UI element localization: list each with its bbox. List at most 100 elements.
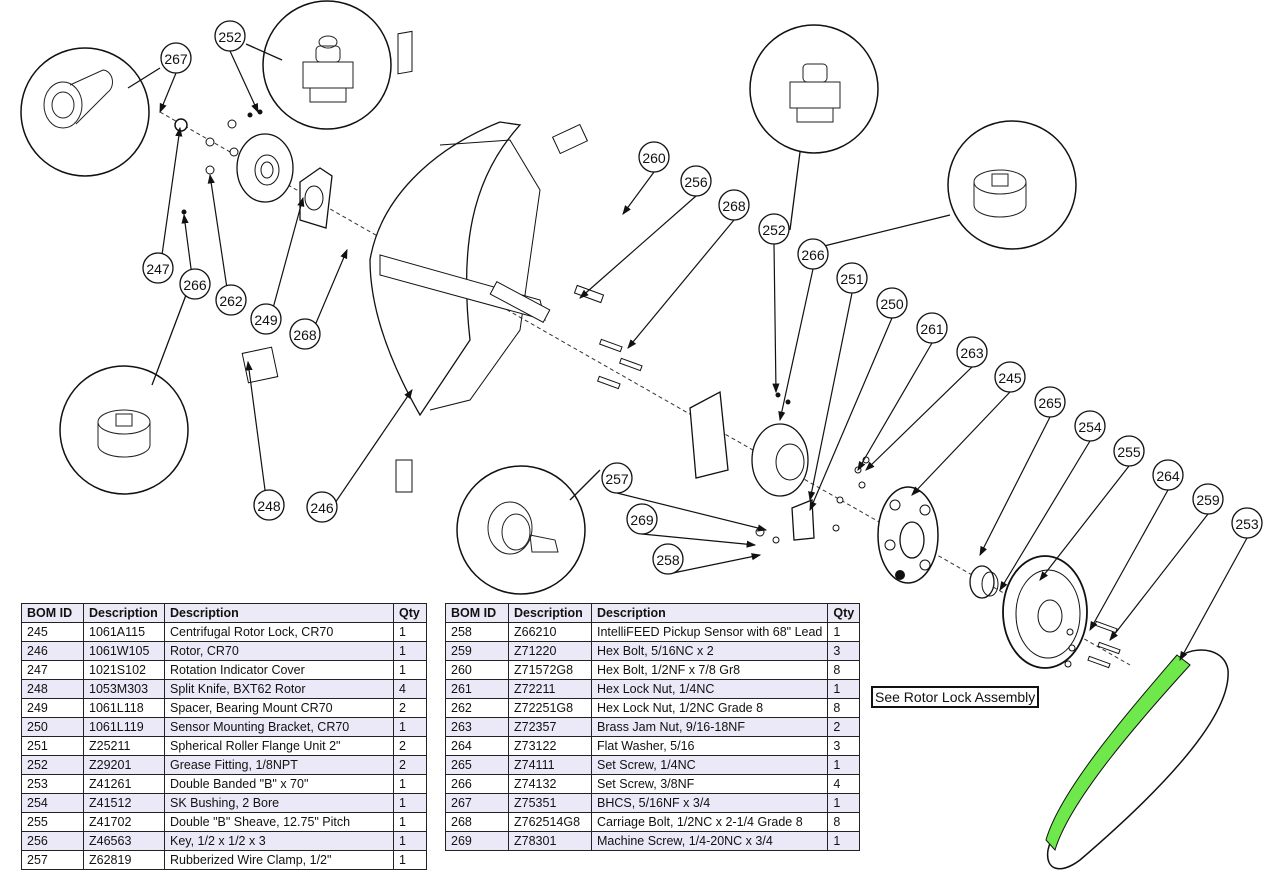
callout-bubble-260: 260 [638,141,670,173]
callout-label: 266 [183,277,207,293]
callout-bubble-254: 254 [1074,410,1106,442]
right-spacer [689,390,729,479]
callout-leader-line [1179,537,1248,662]
callout-circle [836,262,868,294]
qty-cell: 1 [393,793,427,813]
bom-id-cell: 251 [21,736,84,756]
callout-bubble-248: 248 [253,489,285,521]
bom-id-cell: 265 [445,755,509,775]
callout-bubble-266: 266 [179,268,211,300]
callout-leader-line [627,219,735,349]
bom-id-cell: 260 [445,660,509,680]
col-description: Description [590,603,829,623]
qty-cell: 8 [827,660,861,680]
qty-cell: 1 [393,717,427,737]
callout-leader-line [778,268,814,422]
description-cell: Rotor, CR70 [164,641,394,661]
part-number-cell: Z25211 [83,736,165,756]
callout-leader-line [159,72,177,114]
description-cell: Brass Jam Nut, 9/16-18NF [590,717,829,737]
callout-bubble-253: 253 [1231,507,1263,539]
callout-circle [718,189,750,221]
callout-label: 249 [254,312,278,328]
part-number-cell: Z78301 [508,831,592,851]
callout-leader-line [809,317,893,512]
bom-id-cell: 261 [445,679,509,699]
part-number-cell: Z41261 [83,774,165,794]
callout-label: 253 [1235,516,1259,532]
description-cell: Key, 1/2 x 1/2 x 3 [164,831,394,851]
callout-label: 256 [684,174,708,190]
callout-label: 254 [1078,419,1102,435]
description-cell: Spherical Roller Flange Unit 2" [164,736,394,756]
sk-bushing [969,565,999,599]
callout-label: 269 [630,512,654,528]
qty-cell: 1 [393,622,427,642]
qty-cell: 1 [827,755,861,775]
callout-bubble-264: 264 [1152,459,1184,491]
callout-leader-line [321,389,413,523]
detail-bhcs-bubble [20,47,150,177]
part-number-cell: Z74111 [508,755,592,775]
callout-bubble-252: 252 [214,20,246,52]
qty-cell: 4 [827,774,861,794]
callout-label: 247 [146,261,170,277]
callout-label: 251 [840,271,864,287]
split-knife [397,30,413,75]
qty-cell: 2 [393,736,427,756]
callout-bubble-258: 258 [652,543,684,575]
part-number-cell: 1061L118 [83,698,165,718]
part-number-cell: 1053M303 [83,679,165,699]
bom-id-cell: 247 [21,660,84,680]
bom-id-cell: 249 [21,698,84,718]
fasteners [181,109,1121,669]
callout-circle [289,318,321,350]
bom-id-cell: 267 [445,793,509,813]
bom-id-cell: 264 [445,736,509,756]
detail-grease-fitting-bubble [262,0,392,130]
bom-id-cell: 258 [445,622,509,642]
detail-leader-line [823,214,951,247]
description-cell: Rotation Indicator Cover [164,660,394,680]
part-number-cell: Z72211 [508,679,592,699]
qty-cell: 2 [827,717,861,737]
callout-label: 257 [605,471,629,487]
qty-cell: 1 [827,679,861,699]
qty-cell: 1 [393,774,427,794]
callout-leader-line [772,243,780,394]
bom-id-cell: 248 [21,679,84,699]
bom-id-cell: 245 [21,622,84,642]
callout-circle [626,503,658,535]
bom-id-cell: 268 [445,812,509,832]
part-number-cell: 1021S102 [83,660,165,680]
callout-circle [142,252,174,284]
callout-bubble-247: 247 [142,252,174,284]
callout-bubble-251: 251 [836,262,868,294]
callout-leader-line [616,492,768,532]
callout-leader-line [667,553,762,575]
callout-bubble-263: 263 [956,336,988,368]
detail-leader-line [789,151,801,231]
callout-leader-line [1109,513,1209,641]
qty-cell: 1 [827,831,861,851]
description-cell: BHCS, 5/16NF x 3/4 [590,793,829,813]
part-number-cell: 1061L119 [83,717,165,737]
right-bearing-flange [751,423,809,497]
callout-label: 263 [960,345,984,361]
callout-leader-line [808,292,853,502]
part-number-cell: Z71220 [508,641,592,661]
split-knife [551,123,589,155]
rotor-lock-note: See Rotor Lock Assembly [871,686,1040,708]
callout-circle [994,361,1026,393]
col-bom-id: BOM ID [445,603,509,623]
